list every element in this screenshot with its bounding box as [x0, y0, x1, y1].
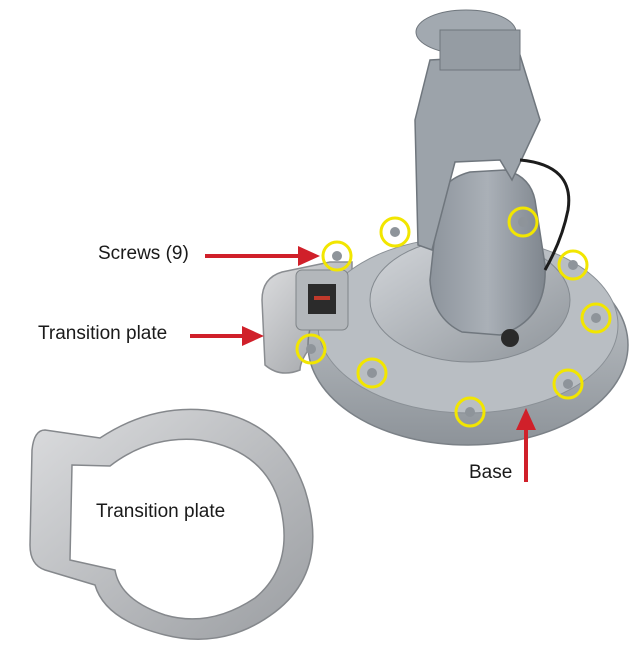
elevation-housing	[429, 169, 546, 336]
screw-8	[367, 368, 377, 378]
screw-highlight-ring-4	[557, 249, 589, 281]
screw-3	[518, 217, 528, 227]
screw-6	[563, 379, 573, 389]
motor-port	[501, 329, 519, 347]
screw-5	[591, 313, 601, 323]
screw-highlight-ring-7	[454, 396, 486, 428]
screw-4	[568, 260, 578, 270]
screw-9	[306, 344, 316, 354]
connector-wire	[314, 296, 330, 300]
transition-plate-arrow	[190, 326, 264, 346]
top-cylinder-body	[439, 29, 521, 71]
transition-plate-outline	[29, 408, 314, 640]
transition-plate-label-top: Transition plate	[38, 323, 168, 344]
cable	[519, 158, 571, 271]
screw-2	[390, 227, 400, 237]
base-arrow	[516, 408, 536, 482]
screw-highlight-ring-5	[580, 302, 612, 334]
base-label: Base	[469, 462, 513, 483]
transition-plate-loose	[29, 408, 314, 640]
screw-1	[332, 251, 342, 261]
screws-label: Screws (9)	[98, 243, 189, 264]
screw-highlight-ring-2	[379, 216, 411, 248]
screw-highlight-ring-3	[507, 206, 539, 238]
screws-arrow	[205, 246, 320, 266]
screw-highlight-ring-6	[552, 368, 584, 400]
screw-highlights	[295, 206, 612, 428]
screw-highlight-ring-9	[295, 333, 327, 365]
screw-highlight-ring-1	[321, 240, 353, 272]
screw-7	[465, 407, 475, 417]
pedestal-assembly	[261, 9, 629, 446]
transition-plate-label-bottom: Transition plate	[96, 501, 226, 522]
screw-highlight-ring-8	[356, 357, 388, 389]
callout-arrows	[190, 246, 536, 482]
